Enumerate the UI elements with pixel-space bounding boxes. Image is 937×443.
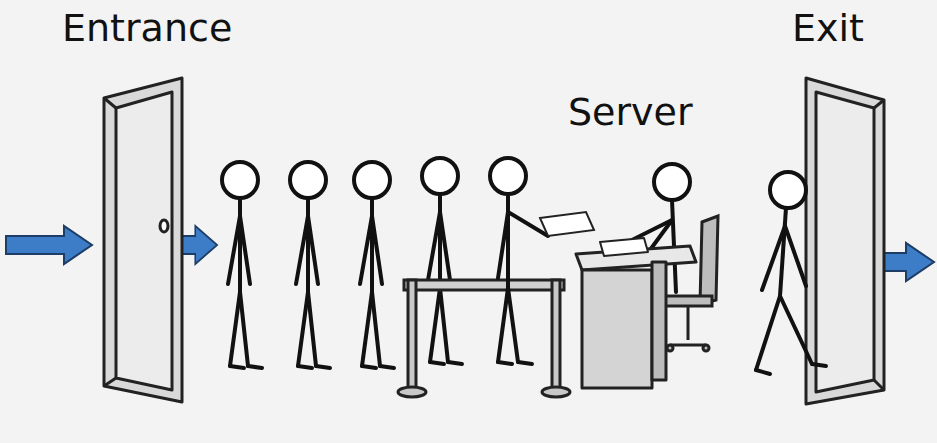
served-person bbox=[490, 158, 548, 364]
leaving-person bbox=[756, 172, 826, 374]
caption-label: Exit bbox=[792, 8, 864, 50]
entrance-door bbox=[104, 78, 182, 402]
queue-person bbox=[422, 158, 462, 364]
queue-person bbox=[354, 162, 394, 368]
exit-door bbox=[806, 78, 884, 404]
queue-person bbox=[290, 162, 330, 368]
caption-label: Entrance bbox=[62, 8, 232, 50]
queue-barrier bbox=[398, 280, 570, 397]
caption-label: Server bbox=[568, 92, 693, 134]
paper bbox=[540, 212, 594, 236]
queue-person bbox=[222, 162, 262, 368]
entry-arrow bbox=[6, 226, 92, 264]
desk bbox=[576, 238, 696, 388]
